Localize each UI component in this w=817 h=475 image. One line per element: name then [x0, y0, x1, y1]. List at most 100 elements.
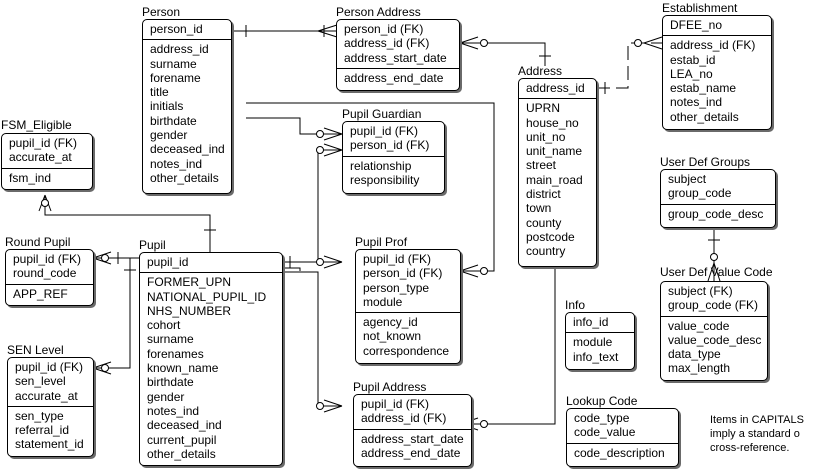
rel-pupil-pupil-prof — [282, 255, 343, 271]
key-attr: address_id (FK) — [344, 36, 430, 51]
attr: birthdate — [147, 375, 194, 390]
entity-title: Pupil Prof — [355, 235, 408, 249]
key-attr: module — [363, 294, 403, 309]
note-line: Items in CAPITALS — [710, 414, 804, 426]
entity-title: SEN Level — [7, 343, 64, 357]
key-attr: address_id — [526, 81, 585, 95]
key-section: pupil_id (FK) sen_level accurate_at — [8, 358, 93, 406]
key-section: DFEE_no — [663, 16, 771, 35]
key-section: pupil_id (FK) person_id (FK) — [343, 122, 444, 156]
key-section: pupil_id (FK) round_code — [6, 250, 93, 284]
entity-title: Person — [142, 5, 181, 19]
key-section: subject (FK) group_code (FK) — [661, 282, 767, 316]
rel-address-pupil-address — [459, 266, 556, 431]
attr: APP_REF — [13, 286, 68, 301]
attr-section: agency_id not_known correspondence — [356, 312, 460, 361]
attr: code_description — [574, 445, 665, 460]
note-line: cross-reference. — [710, 442, 790, 454]
attr: postcode — [526, 229, 575, 244]
entity-box: pupil_id (FK) address_id (FK) address_st… — [353, 394, 472, 467]
key-attr: person_type — [363, 280, 430, 295]
entity-title: User Def Groups — [660, 155, 751, 169]
attr: max_length — [668, 361, 731, 376]
key-attr: address_start_date — [344, 50, 447, 65]
attr: agency_id — [363, 315, 418, 330]
rel-groups-value-code — [707, 228, 721, 282]
entity-title: Pupil Guardian — [342, 107, 422, 121]
attr: NATIONAL_PUPIL_ID — [147, 289, 267, 304]
attr: deceased_ind — [147, 418, 222, 433]
attr: relationship — [350, 158, 412, 173]
attr: current_pupil — [147, 432, 217, 447]
attr: fsm_ind — [9, 170, 52, 185]
key-attr: code_type — [574, 411, 630, 425]
attr: not_known — [363, 329, 422, 344]
rel-pupil-round-pupil — [92, 251, 140, 265]
attr: other_details — [670, 109, 739, 124]
attr: main_road — [526, 172, 583, 187]
attr: district — [526, 187, 561, 202]
key-attr: DFEE_no — [670, 18, 723, 32]
rel-establishment-address — [596, 36, 663, 94]
key-section: person_id (FK) address_id (FK) address_s… — [337, 20, 459, 68]
attr: forenames — [147, 346, 204, 361]
key-section: person_id — [143, 20, 231, 39]
attr: data_type — [668, 347, 721, 362]
entity-box: pupil_id (FK) accurate_at fsm_ind — [1, 133, 93, 190]
attr: birthdate — [150, 113, 197, 128]
attr: address_start_date — [361, 431, 464, 446]
rel-person-pupil-prof — [246, 102, 495, 278]
attr: module — [573, 335, 613, 350]
attr: FORMER_UPN — [147, 275, 232, 290]
attr-section: fsm_ind — [2, 167, 92, 188]
attr: deceased_ind — [150, 142, 225, 157]
attr: forename — [150, 70, 201, 85]
entity-box: DFEE_no address_id (FK) estab_id LEA_no … — [662, 15, 772, 130]
attr: statement_id — [15, 437, 84, 452]
entity-box: pupil_id (FK) round_code APP_REF — [5, 249, 94, 306]
attr: unit_name — [526, 144, 583, 159]
attr-section: address_id surname forename title initia… — [143, 39, 231, 188]
entity-box: person_id (FK) address_id (FK) address_s… — [336, 19, 460, 91]
key-attr: pupil_id (FK) — [363, 252, 432, 266]
capitals-note: Items in CAPITALS imply a standard o cro… — [710, 413, 804, 455]
key-attr: accurate_at — [15, 388, 78, 403]
attr: estab_id — [670, 52, 716, 67]
attr: address_id — [150, 42, 209, 57]
attr: notes_ind — [150, 156, 203, 171]
key-attr: pupil_id (FK) — [9, 136, 78, 150]
attr: sen_type — [15, 408, 64, 423]
attr: house_no — [526, 115, 579, 130]
key-attr: accurate_at — [9, 150, 72, 165]
attr: notes_ind — [670, 95, 723, 110]
attr: cohort — [147, 318, 181, 333]
key-section: pupil_id (FK) address_id (FK) — [354, 395, 471, 429]
entity-box: pupil_id (FK) person_id (FK) relationshi… — [342, 121, 445, 194]
key-section: subject group_code — [661, 170, 775, 204]
attr-section: address_end_date — [337, 67, 459, 88]
key-attr: pupil_id (FK) — [350, 124, 419, 138]
entity-box: subject group_code group_code_desc — [660, 169, 776, 228]
attr: country — [526, 244, 566, 259]
key-attr: pupil_id (FK) — [361, 397, 430, 411]
attr: town — [526, 201, 552, 216]
attr: other_details — [150, 170, 219, 185]
key-attr: pupil_id (FK) — [13, 252, 82, 266]
rel-pupil-sen-level — [92, 258, 136, 375]
key-attr: round_code — [13, 266, 77, 281]
attr-section: group_code_desc — [661, 203, 775, 224]
rel-person-person-address — [231, 24, 338, 38]
entity-box: address_id UPRN house_no unit_no unit_na… — [518, 78, 597, 267]
attr-section: address_start_date address_end_date — [354, 428, 471, 464]
entity-box: person_id address_id surname forename ti… — [142, 19, 232, 194]
key-attr: subject — [668, 172, 707, 186]
key-attr: group_code — [668, 186, 732, 201]
entity-box: code_type code_value code_description — [566, 408, 679, 467]
attr: UPRN — [526, 101, 561, 116]
entity-box: pupil_id (FK) person_id (FK) person_type… — [355, 249, 461, 364]
key-attr: person_id (FK) — [344, 22, 424, 36]
attr: responsibility — [350, 172, 420, 187]
entity-title: Address — [518, 64, 563, 78]
rel-pupil-pupil-guardian — [282, 143, 343, 263]
